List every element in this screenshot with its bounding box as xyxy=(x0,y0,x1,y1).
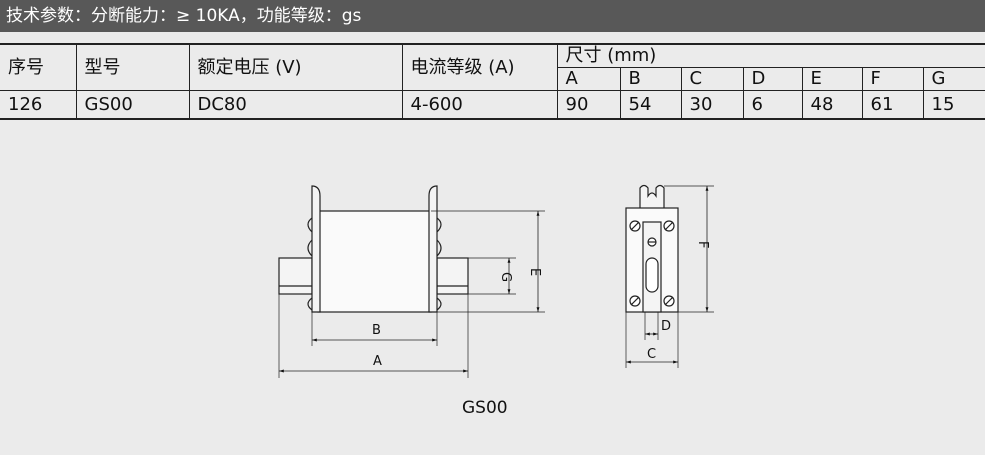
table-row: 126 GS00 DC80 4-600 90 54 30 6 48 61 15 xyxy=(0,90,985,120)
col-header-dim-a: A xyxy=(556,67,621,91)
dim-label-e: E xyxy=(527,268,542,276)
right-lug xyxy=(428,185,438,313)
front-view xyxy=(278,185,545,378)
cell-dim-a: 90 xyxy=(556,90,621,120)
cell-dim-f: 61 xyxy=(861,90,924,120)
spec-header: 技术参数：分断能力：≥ 10KA，功能等级：gs xyxy=(0,0,985,32)
cell-current: 4-600 xyxy=(401,90,558,120)
cell-dim-d: 6 xyxy=(742,90,803,120)
fuse-body xyxy=(317,210,432,313)
cell-dim-g: 15 xyxy=(922,90,985,120)
cell-index: 126 xyxy=(0,90,77,120)
dim-label-d: D xyxy=(661,319,671,334)
col-header-dim-e: E xyxy=(801,67,863,91)
spec-table: 序号 型号 额定电压 (V) 电流等级 (A) 尺寸 (mm) A B C D … xyxy=(0,43,985,120)
dim-label-b: B xyxy=(372,323,381,338)
col-header-model: 型号 xyxy=(75,43,190,91)
top-clip xyxy=(639,184,665,210)
cell-model: GS00 xyxy=(75,90,190,120)
cell-voltage: DC80 xyxy=(188,90,403,120)
dim-label-a: A xyxy=(373,354,382,369)
col-header-dim-b: B xyxy=(619,67,682,91)
right-blade xyxy=(436,257,469,295)
dim-label-c: C xyxy=(647,347,656,362)
left-blade xyxy=(278,257,313,295)
col-header-dim-f: F xyxy=(861,67,924,91)
col-header-voltage: 额定电压 (V) xyxy=(188,43,403,91)
col-header-dim-c: C xyxy=(680,67,744,91)
side-view xyxy=(625,184,714,368)
cell-dim-e: 48 xyxy=(801,90,863,120)
dim-label-g: G xyxy=(498,272,513,282)
left-lug xyxy=(311,185,321,313)
col-header-dim-g: G xyxy=(922,67,985,91)
col-header-dim-d: D xyxy=(742,67,803,91)
cell-dim-c: 30 xyxy=(680,90,744,120)
dim-label-f: F xyxy=(695,241,710,248)
table-subheader-row: A B C D E F G xyxy=(0,67,985,91)
drawing-caption: GS00 xyxy=(462,398,508,418)
